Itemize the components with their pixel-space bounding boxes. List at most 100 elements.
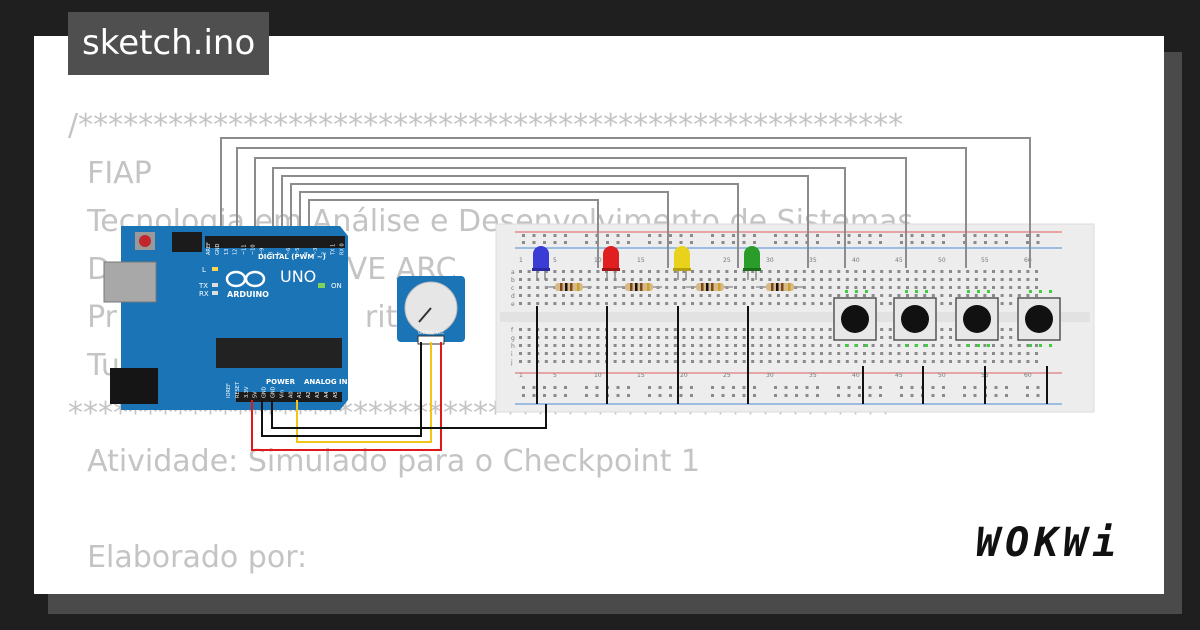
breadboard-hole	[888, 352, 892, 355]
breadboard-hole	[942, 386, 945, 389]
breadboard-hole	[751, 328, 755, 331]
potentiometer[interactable]: GND SIG VCC	[397, 276, 465, 345]
row-letter: a	[511, 269, 515, 276]
breadboard-hole	[816, 386, 819, 389]
breadboard-hole	[820, 278, 823, 281]
breadboard-hole	[931, 234, 935, 237]
breadboard-hole	[931, 360, 935, 363]
breadboard-hole	[1017, 278, 1021, 281]
breadboard-hole	[519, 270, 522, 273]
pin-label: A2	[306, 391, 312, 398]
breadboard-hole	[880, 344, 884, 347]
breadboard-hole	[1035, 278, 1038, 281]
breadboard-hole	[673, 360, 677, 363]
push-button[interactable]	[1017, 297, 1061, 341]
led-blue[interactable]	[532, 246, 550, 280]
breadboard-hole	[974, 270, 978, 273]
breadboard-hole	[992, 360, 995, 363]
breadboard-hole	[711, 394, 714, 397]
breadboard-hole	[543, 394, 546, 397]
breadboard-hole	[742, 386, 746, 389]
breadboard-hole	[605, 302, 608, 305]
breadboard-hole	[679, 234, 683, 237]
push-button[interactable]	[833, 297, 877, 341]
breadboard-hole	[753, 386, 756, 389]
breadboard-hole	[519, 294, 522, 297]
power-analog-header	[236, 392, 342, 402]
breadboard-hole	[673, 344, 677, 347]
breadboard-hole	[1009, 328, 1013, 331]
led-green[interactable]	[743, 246, 761, 280]
file-tab[interactable]: sketch.ino	[68, 12, 270, 75]
breadboard-hole	[811, 352, 815, 355]
push-button[interactable]	[955, 297, 999, 341]
pin-label: A3	[315, 391, 321, 398]
breadboard-hole	[669, 234, 672, 237]
wire	[236, 147, 967, 268]
breadboard-hole	[777, 352, 780, 355]
breadboard-hole	[742, 394, 746, 397]
breadboard-hole	[639, 302, 643, 305]
breadboard-hole	[888, 302, 892, 305]
breadboard-hole	[957, 286, 961, 289]
breadboard-hole	[992, 278, 995, 281]
breadboard-hole	[708, 328, 712, 331]
breadboard-hole	[992, 270, 995, 273]
breadboard-hole	[708, 336, 712, 339]
breadboard-hole	[691, 294, 694, 297]
breadboard-hole	[622, 336, 626, 339]
breadboard-hole	[845, 294, 849, 297]
power-jack	[110, 368, 158, 404]
breadboard-hole	[987, 290, 990, 293]
digital-header	[205, 236, 345, 248]
breadboard-hole	[994, 394, 998, 397]
push-button[interactable]	[893, 297, 937, 341]
reset-button[interactable]	[139, 235, 151, 247]
breadboard-hole	[753, 241, 756, 244]
breadboard-hole	[949, 360, 952, 363]
breadboard-hole	[785, 336, 789, 339]
breadboard-hole	[847, 234, 851, 237]
breadboard-hole	[963, 394, 966, 397]
breadboard-hole	[562, 360, 565, 363]
breadboard-hole	[811, 360, 815, 363]
breadboard-hole	[784, 234, 788, 237]
column-number: 60	[1024, 257, 1032, 264]
breadboard-hole	[880, 278, 884, 281]
breadboard-hole	[992, 344, 995, 347]
breadboard-hole	[1039, 290, 1042, 293]
breadboard-hole	[983, 344, 987, 347]
led-red[interactable]	[602, 246, 620, 280]
breadboard-hole	[1017, 344, 1021, 347]
breadboard-hole	[923, 286, 927, 289]
digital-label: DIGITAL (PWM ~)	[258, 253, 326, 261]
breadboard-hole	[587, 328, 591, 331]
breadboard-hole	[837, 344, 841, 347]
breadboard-hole	[897, 286, 901, 289]
arduino-uno[interactable]: DIGITAL (PWM ~) UNO ARDUINO L TX RX ON P…	[103, 226, 348, 410]
breadboard-hole	[1017, 270, 1021, 273]
breadboard-hole	[983, 278, 987, 281]
breadboard-hole	[868, 241, 872, 244]
breadboard-hole	[570, 360, 574, 363]
breadboard-hole	[915, 290, 918, 293]
breadboard-hole	[579, 278, 583, 281]
breadboard-hole	[711, 386, 714, 389]
breadboard-hole	[768, 294, 772, 297]
breadboard-hole	[774, 241, 777, 244]
rx-label: RX	[199, 290, 209, 298]
breadboard-hole	[691, 270, 694, 273]
breadboard-hole	[725, 360, 729, 363]
led-yellow[interactable]	[673, 246, 691, 280]
breadboard-hole	[630, 328, 634, 331]
breadboard-hole	[585, 394, 588, 397]
breadboard-hole	[543, 241, 546, 244]
breadboard-hole	[562, 278, 565, 281]
pot-pin-label: SIG	[427, 330, 434, 335]
wokwi-logo[interactable]: WOKWi	[976, 520, 1122, 566]
column-number: 20	[680, 372, 688, 379]
breadboard-hole	[820, 352, 823, 355]
breadboard-hole	[627, 241, 630, 244]
breadboard-hole	[759, 336, 763, 339]
breadboard-hole	[828, 278, 832, 281]
